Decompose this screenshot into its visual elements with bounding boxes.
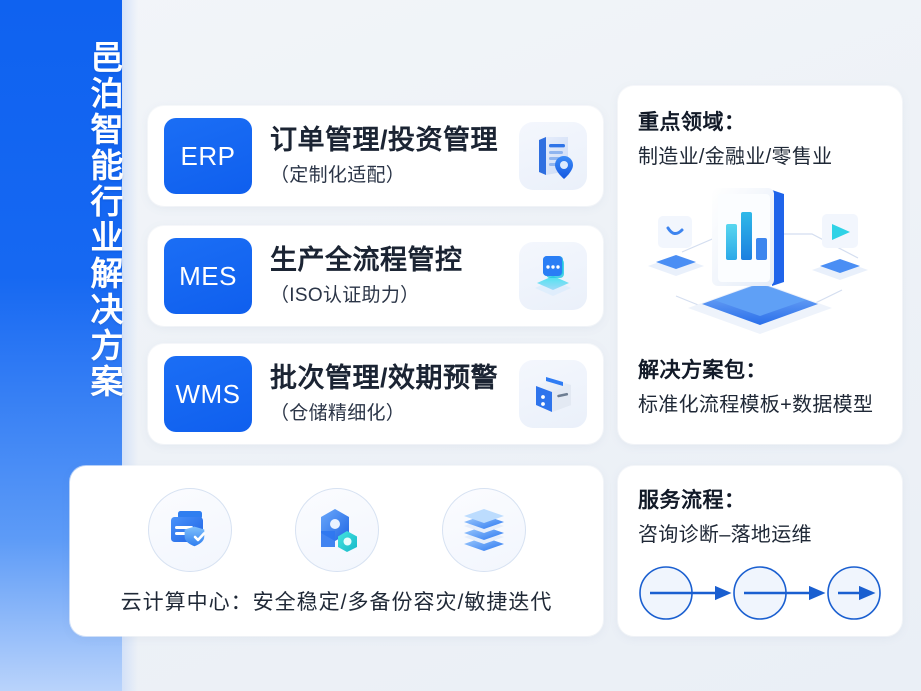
focus-block: 重点领域： 制造业/金融业/零售业 xyxy=(638,106,832,169)
service-flow-panel[interactable]: 服务流程： 咨询诊断–落地运维 xyxy=(618,466,902,636)
cloud-icon-row xyxy=(70,466,603,572)
focus-body: 制造业/金融业/零售业 xyxy=(638,146,833,168)
service-heading: 服务流程： xyxy=(638,489,746,512)
isometric-dashboard-illustration xyxy=(626,178,894,358)
service-flow-diagram xyxy=(632,558,888,633)
focus-heading: 重点领域： xyxy=(638,111,746,134)
stacked-layers-icon xyxy=(441,488,526,572)
package-heading: 解决方案包： xyxy=(638,359,767,382)
node-hex-icon xyxy=(294,488,379,572)
module-text-wms: 批次管理/效期预警 （仓储精细化） xyxy=(252,363,519,424)
module-text-erp: 订单管理/投资管理 （定制化适配） xyxy=(252,125,519,186)
sidebar-title: 邑泊智能行业解决方案 xyxy=(86,40,123,400)
service-text-block: 服务流程： 咨询诊断–落地运维 xyxy=(638,484,812,547)
process-screen-icon xyxy=(519,242,587,310)
module-card-mes[interactable]: MES 生产全流程管控 （ISO认证助力） xyxy=(148,226,603,326)
module-badge-mes: MES xyxy=(164,238,252,314)
module-card-wms[interactable]: WMS 批次管理/效期预警 （仓储精细化） xyxy=(148,344,603,444)
package-body: 标准化流程模板+数据模型 xyxy=(638,394,874,416)
module-card-erp[interactable]: ERP 订单管理/投资管理 （定制化适配） xyxy=(148,106,603,206)
storage-box-icon xyxy=(519,360,587,428)
package-block: 解决方案包： 标准化流程模板+数据模型 xyxy=(638,354,873,417)
module-title-wms: 批次管理/效期预警 xyxy=(270,363,499,394)
cloud-center-card[interactable]: 云计算中心：安全稳定/多备份容灾/敏捷迭代 xyxy=(70,466,603,636)
cloud-center-caption: 云计算中心：安全稳定/多备份容灾/敏捷迭代 xyxy=(120,591,553,614)
module-badge-erp: ERP xyxy=(164,118,252,194)
module-title-mes: 生产全流程管控 xyxy=(270,245,463,276)
module-badge-wms: WMS xyxy=(164,356,252,432)
module-subtitle-erp: （定制化适配） xyxy=(270,164,406,186)
secure-card-icon xyxy=(147,488,232,572)
document-pin-icon xyxy=(519,122,587,190)
right-overview-panel[interactable]: 重点领域： 制造业/金融业/零售业 xyxy=(618,86,902,444)
module-subtitle-wms: （仓储精细化） xyxy=(270,402,406,424)
module-subtitle-mes: （ISO认证助力） xyxy=(270,284,420,306)
module-text-mes: 生产全流程管控 （ISO认证助力） xyxy=(252,245,519,306)
service-body: 咨询诊断–落地运维 xyxy=(638,524,812,546)
module-title-erp: 订单管理/投资管理 xyxy=(270,125,499,156)
